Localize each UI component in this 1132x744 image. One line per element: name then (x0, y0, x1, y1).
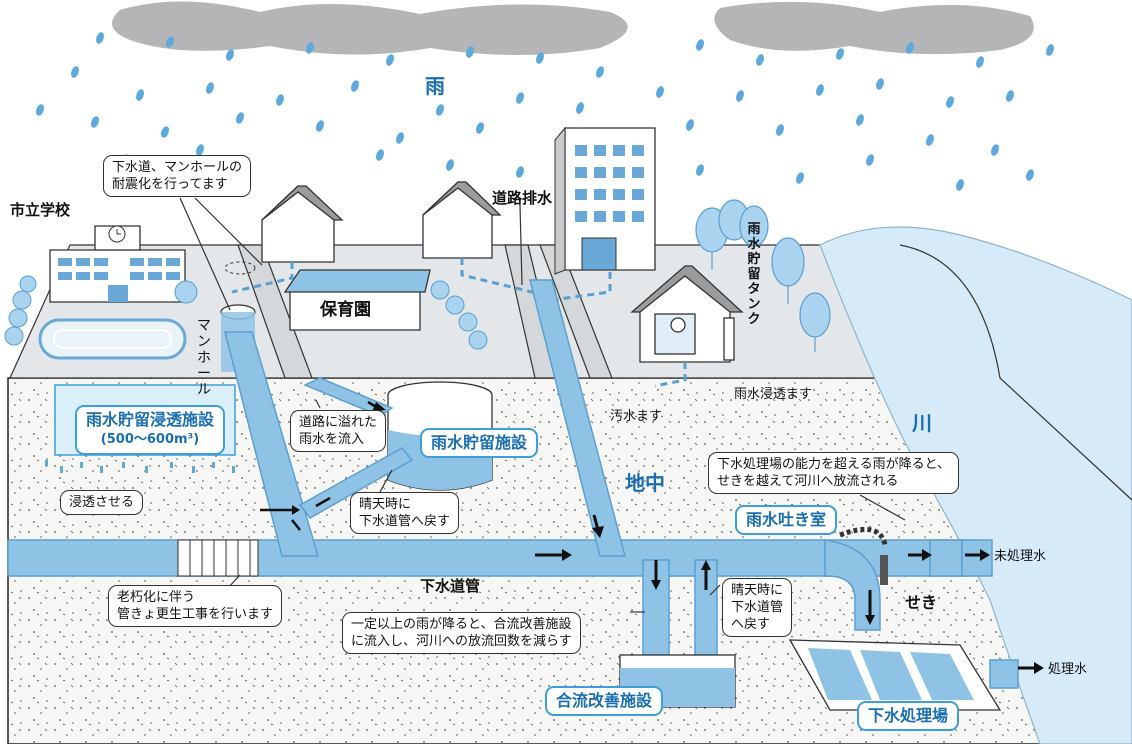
road-drain-label: 道路排水 (492, 189, 553, 207)
plant-overflow-line2: せきを越えて河川へ放流される (717, 474, 899, 489)
infiltration-facility-capacity: (500～600m³) (100, 432, 200, 447)
manhole-label: マンホール (197, 318, 211, 398)
plant-overflow-line1: 下水処理場の能力を超える雨が降ると、 (717, 457, 951, 472)
trees (695, 199, 831, 352)
aging-pipe-callout: 老朽化に伴う 管きょ更生工事を行います (108, 585, 283, 627)
infiltration-facility-box: 雨水貯留浸透施設 (500～600m³) (75, 405, 226, 455)
discharge-chamber-box: 雨水吐き室 (735, 505, 838, 535)
hedges (4, 275, 488, 350)
rain-tank-label: 雨水貯留タンク (747, 222, 761, 327)
track-lane (53, 329, 172, 349)
return-callout-2-line2: 下水道管 (731, 600, 784, 615)
apartment-building (554, 126, 656, 275)
relined-pipe-section (177, 539, 259, 577)
untreated-water-label: 未処理水 (994, 549, 1047, 564)
return-callout-1-line1: 晴天時に (359, 497, 412, 512)
weir-label: せき (905, 593, 938, 612)
nursery-label: 保育園 (320, 300, 371, 320)
overflow-callout-line1: 道路に溢れた (299, 415, 378, 430)
sewage-inlet-label: 汚水ます (610, 409, 663, 424)
return-callout-2-line1: 晴天時に (731, 583, 784, 598)
plant-overflow-callout: 下水処理場の能力を超える雨が降ると、 せきを越えて河川へ放流される (708, 452, 960, 494)
school-building (49, 225, 186, 303)
aging-pipe-callout-line1: 老朽化に伴う (117, 590, 196, 605)
aging-pipe-callout-line2: 管きょ更生工事を行います (117, 607, 274, 622)
infiltrate-callout: 浸透させる (60, 490, 144, 515)
clouds (112, 1, 1034, 55)
return-callout-2-line3: へ戻す (731, 617, 771, 632)
return-callout-1: 晴天時に 下水道管へ戻す (350, 492, 460, 534)
treatment-plant-box: 下水処理場 (857, 701, 960, 731)
sewer-pipe-label: 下水道管 (420, 577, 481, 595)
combined-note-callout: 一定以上の雨が降ると、合流改善施設 に流入し、河川への放流回数を減らす (342, 612, 581, 654)
combined-facility-box: 合流改善施設 (545, 686, 664, 716)
weir (839, 526, 888, 585)
return-callout-2: 晴天時に 下水道管 へ戻す (722, 578, 793, 637)
underground-label: 地中 (625, 471, 665, 495)
rain-label: 雨 (425, 74, 445, 98)
return-callout-1-line2: 下水道管へ戻す (359, 514, 451, 529)
sewer-network (7, 279, 969, 656)
combined-note-line1: 一定以上の雨が降ると、合流改善施設 (351, 617, 572, 632)
earthquake-callout-line1: 下水道、マンホールの (112, 160, 243, 175)
drain-laterals (231, 258, 687, 388)
flow-arrows (260, 400, 1044, 674)
river-bank (899, 244, 1132, 501)
combined-note-line2: に流入し、河川への放流回数を減らす (351, 634, 572, 649)
earthquake-callout: 下水道、マンホールの 耐震化を行ってます (103, 155, 252, 197)
storage-facility-box: 雨水貯留施設 (420, 428, 539, 458)
school-track (38, 318, 187, 360)
house-with-tank (630, 265, 744, 363)
overflow-callout-line2: 雨水を流入 (299, 432, 365, 447)
treated-water-label: 処理水 (1048, 662, 1088, 677)
infiltration-facility-title: 雨水貯留浸透施設 (86, 410, 215, 429)
outfall-pipes (961, 539, 1019, 689)
river-label: 川 (912, 411, 932, 435)
nursery-building (283, 269, 431, 331)
callout-leaders (179, 197, 906, 613)
earthquake-callout-line2: 耐震化を行ってます (112, 177, 228, 192)
treatment-plant-basins (788, 639, 1002, 711)
houses (261, 181, 502, 263)
school-label: 市立学校 (10, 201, 71, 219)
overflow-callout: 道路に溢れた 雨水を流入 (290, 410, 387, 452)
rain-inlet-label: 雨水浸透ます (734, 387, 813, 402)
